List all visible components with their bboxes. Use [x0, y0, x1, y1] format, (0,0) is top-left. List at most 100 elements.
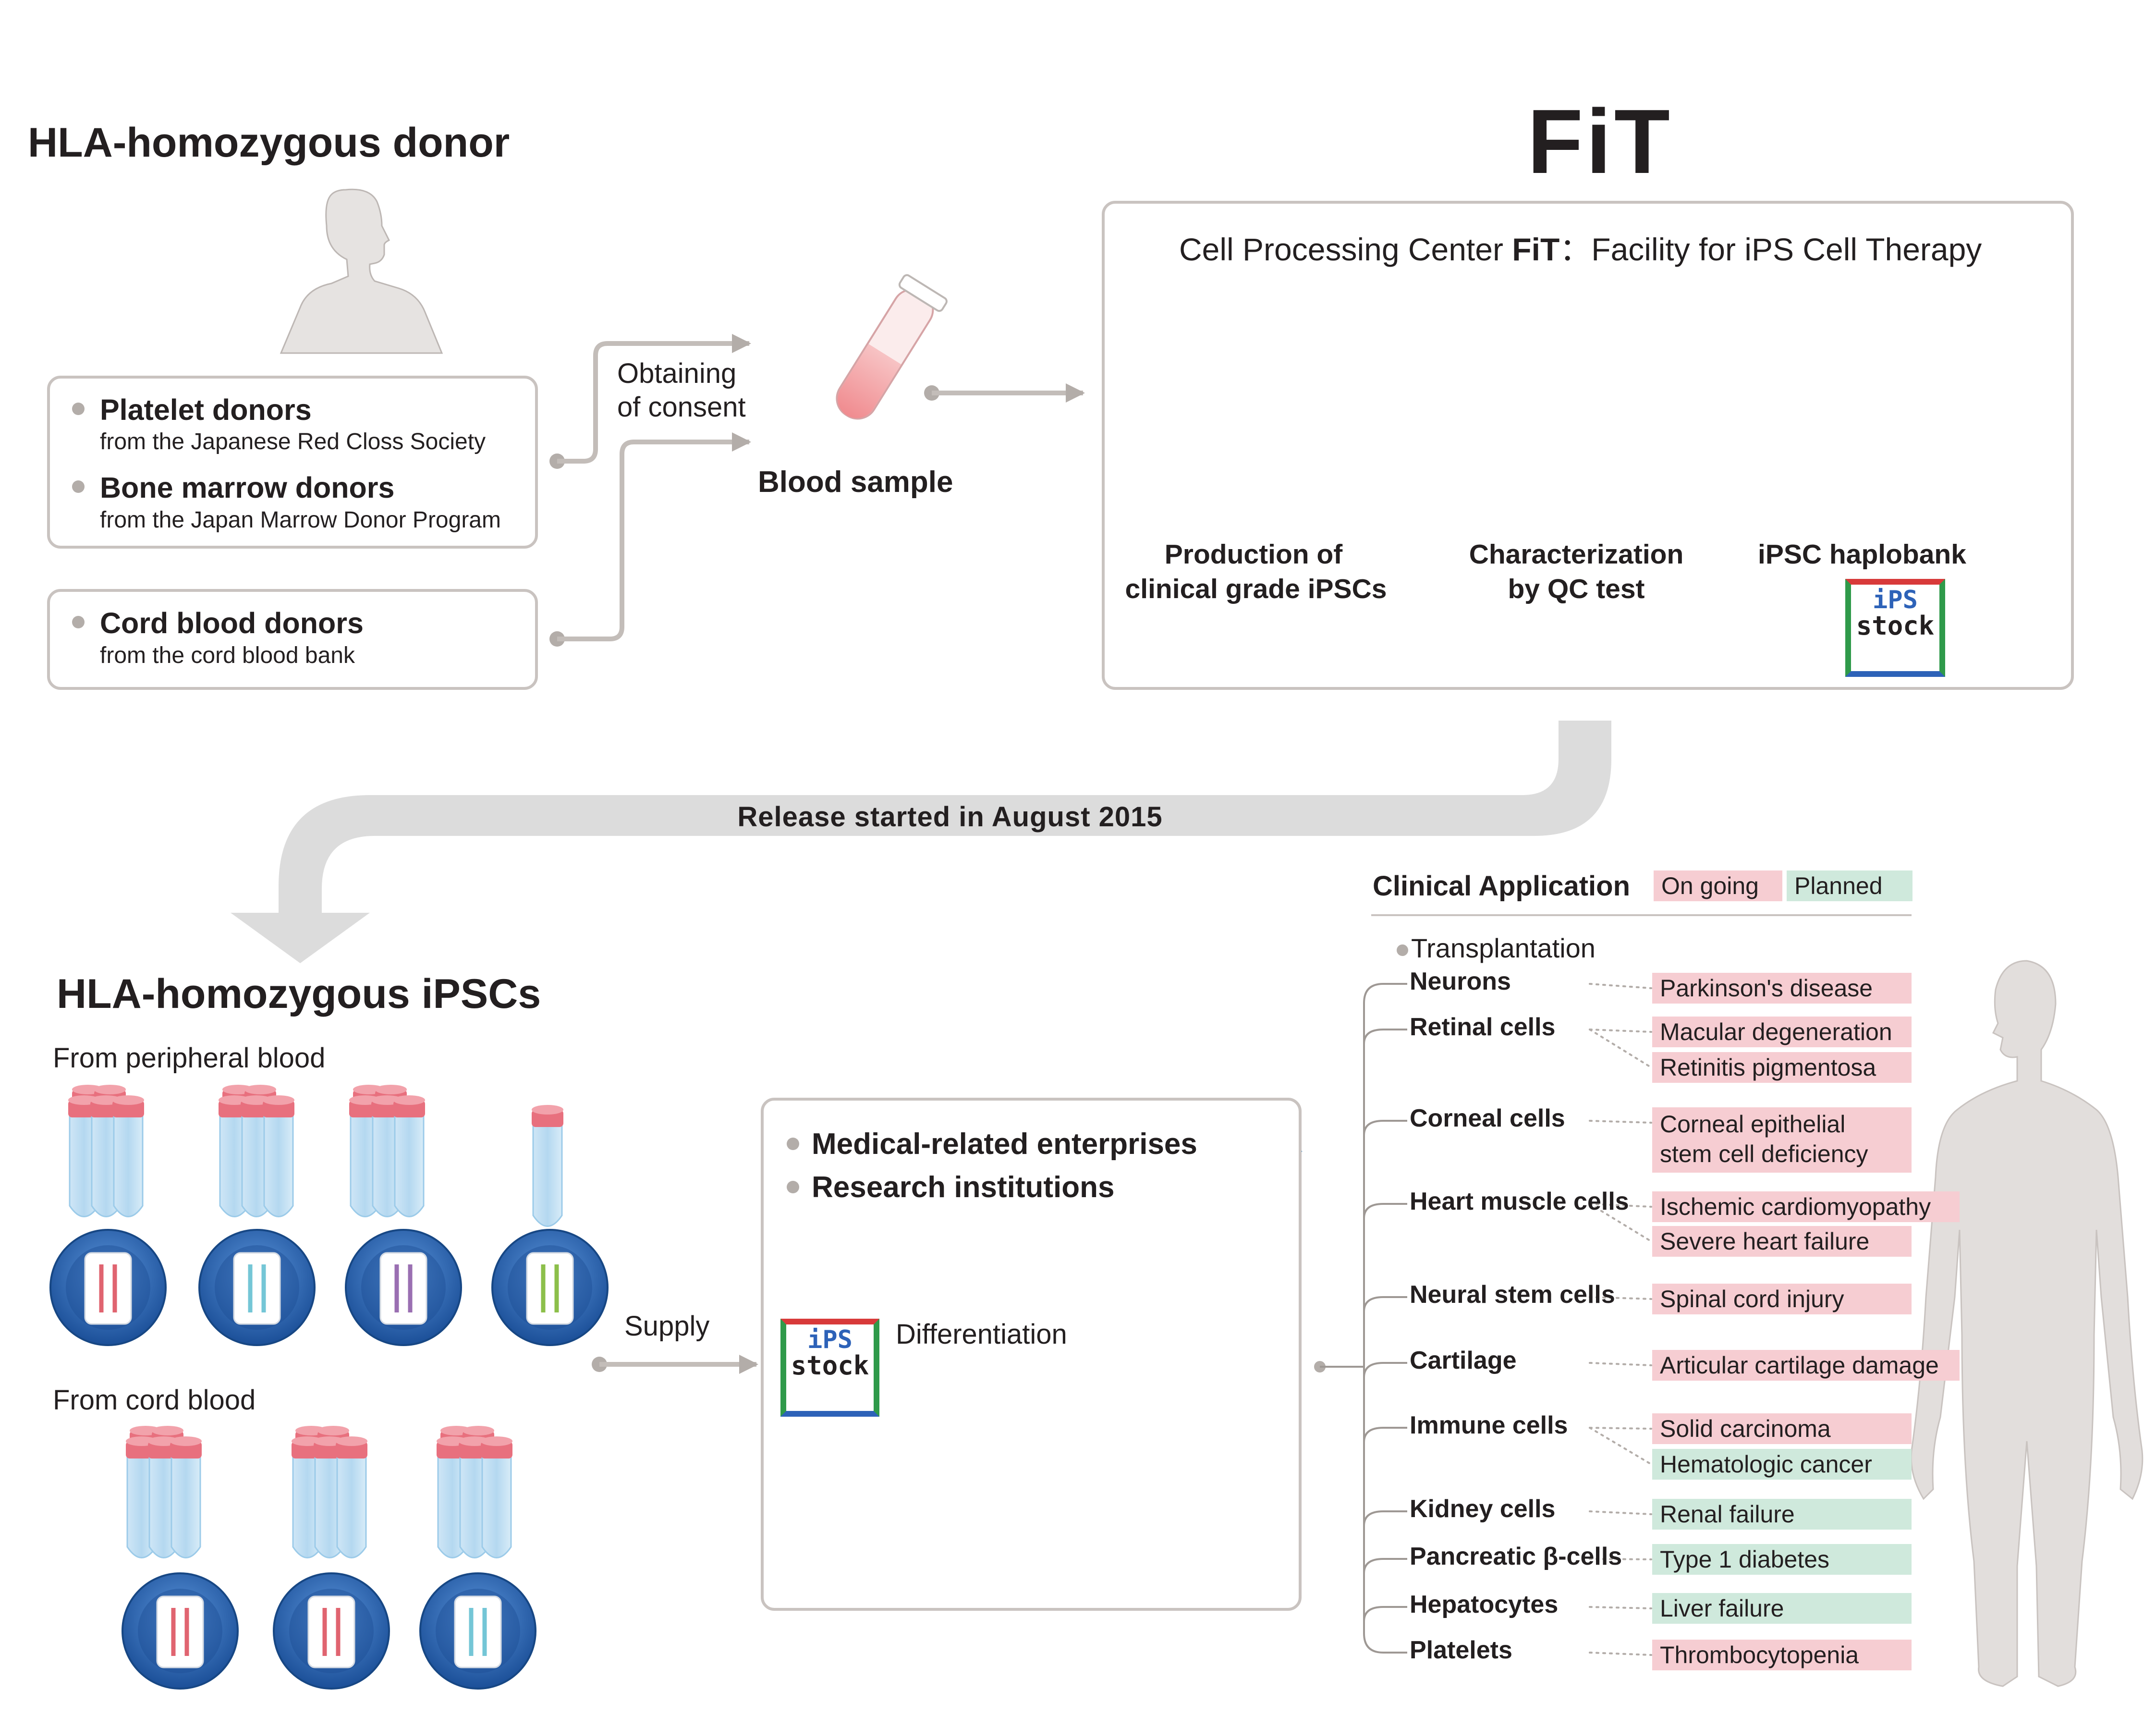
- fit-header: Cell Processing Center FiT：Facility for …: [1179, 232, 1982, 268]
- marrow-donors-source: from the Japan Marrow Donor Program: [100, 507, 501, 533]
- ipsc-title: HLA-homozygous iPSCs: [57, 971, 541, 1017]
- disease-tag: Parkinson's disease: [1652, 973, 1912, 1004]
- disease-name: Severe heart failure: [1660, 1228, 1870, 1255]
- clinical-title: Clinical Application: [1373, 870, 1631, 902]
- disease-tag: Retinitis pigmentosa: [1652, 1052, 1912, 1083]
- ips-stock-top: iPS: [1873, 586, 1918, 614]
- release-label: Release started in August 2015: [737, 801, 1163, 833]
- production-label-2: clinical grade iPSCs: [1125, 574, 1387, 604]
- cell-type-label: Retinal cells: [1410, 1013, 1556, 1041]
- cell-type-label: Corneal cells: [1410, 1104, 1565, 1132]
- donor-title: HLA-homozygous donor: [28, 120, 510, 166]
- tube-cap: [393, 1100, 425, 1117]
- fit-logo-dot-red: [1527, 110, 1547, 129]
- tube-cap: [532, 1110, 563, 1127]
- differentiation-label: Differentiation: [896, 1319, 1067, 1350]
- disease-name: Type 1 diabetes: [1660, 1546, 1830, 1573]
- legend-ongoing: On going: [1654, 870, 1782, 901]
- cell-type-label: Hepatocytes: [1410, 1591, 1559, 1618]
- disease-name: Hematologic cancer: [1660, 1451, 1872, 1478]
- donor-box-cord: [47, 589, 538, 690]
- tube-cap: [112, 1100, 144, 1117]
- bullet: [787, 1138, 799, 1150]
- tube-cap: [263, 1100, 294, 1117]
- human-silhouette: [1910, 960, 2144, 1687]
- tube-cap: [170, 1441, 202, 1458]
- supply-label: Supply: [624, 1311, 710, 1342]
- disease-name-line2: stem cell deficiency: [1660, 1140, 1868, 1167]
- disease-tag: Liver failure: [1652, 1593, 1912, 1624]
- donor-box-adult: [47, 376, 538, 549]
- section-transplantation: Transplantation: [1411, 933, 1596, 963]
- qc-label-2: by QC test: [1508, 574, 1645, 604]
- production-label-1: Production of: [1164, 539, 1343, 570]
- cell-type-label: Pancreatic β-cells: [1410, 1543, 1622, 1570]
- tube: [171, 1450, 201, 1558]
- peripheral-label: From peripheral blood: [53, 1042, 326, 1074]
- ips-stock-logo-small: iPS stock: [780, 1319, 879, 1417]
- consent-label-1: Obtaining: [617, 358, 737, 389]
- users-item-enterprises: Medical-related enterprises: [812, 1127, 1197, 1161]
- disease-tag: Ischemic cardiomyopathy: [1652, 1191, 1960, 1222]
- disease-tag: Thrombocytopenia: [1652, 1640, 1912, 1670]
- disease-name: Corneal epithelial: [1660, 1111, 1846, 1138]
- tube: [113, 1109, 144, 1217]
- marrow-donors-title: Bone marrow donors: [100, 471, 395, 504]
- disease-tag: Solid carcinoma: [1652, 1413, 1912, 1444]
- platelet-donors-title: Platelet donors: [100, 393, 312, 426]
- disease-name: Thrombocytopenia: [1660, 1642, 1859, 1668]
- cell-type-label: Platelets: [1410, 1636, 1512, 1664]
- disease-name: Solid carcinoma: [1660, 1415, 1831, 1442]
- disease-tag: Articular cartilage damage: [1652, 1350, 1960, 1381]
- cell-type-label: Neural stem cells: [1410, 1281, 1615, 1309]
- fit-header-suffix: ：Facility for iPS Cell Therapy: [1559, 232, 1982, 267]
- ips-stock-logo: iPS stock: [1845, 579, 1945, 677]
- cell-type-label: Heart muscle cells: [1410, 1188, 1629, 1215]
- tube: [481, 1450, 512, 1558]
- haplobank-label: iPSC haplobank: [1758, 539, 1966, 570]
- platelet-donors-source: from the Japanese Red Closs Society: [100, 429, 486, 454]
- disease-tag: Type 1 diabetes: [1652, 1544, 1912, 1575]
- users-item-research: Research institutions: [812, 1171, 1115, 1204]
- tube: [336, 1450, 367, 1558]
- ips-stock-bottom: stock: [1856, 611, 1935, 641]
- disease-name: Parkinson's disease: [1660, 975, 1873, 1002]
- disease-name: Articular cartilage damage: [1660, 1352, 1939, 1379]
- disease-name: Retinitis pigmentosa: [1660, 1054, 1876, 1081]
- cell-type-label: Cartilage: [1410, 1347, 1517, 1374]
- disease-name: Renal failure: [1660, 1501, 1795, 1528]
- disease-name: Ischemic cardiomyopathy: [1660, 1193, 1931, 1220]
- cord-blood-label: From cord blood: [53, 1385, 256, 1416]
- ips-stock-top: iPS: [807, 1325, 853, 1354]
- disease-tag: Spinal cord injury: [1652, 1284, 1912, 1314]
- legend-planned: Planned: [1787, 870, 1912, 901]
- bullet: [72, 480, 85, 493]
- disease-tag: Macular degeneration: [1652, 1017, 1912, 1047]
- disease-tag: Renal failure: [1652, 1499, 1912, 1530]
- tube: [394, 1109, 425, 1217]
- fit-logo: FiT: [1527, 91, 1673, 193]
- blood-sample-label: Blood sample: [758, 466, 953, 499]
- disease-name: Liver failure: [1660, 1595, 1784, 1622]
- tube: [532, 1118, 563, 1227]
- fit-header-bold: FiT: [1512, 232, 1560, 267]
- cell-type-label: Immune cells: [1410, 1411, 1568, 1439]
- fit-header-prefix: Cell Processing Center: [1179, 232, 1512, 267]
- consent-label-2: of consent: [617, 392, 746, 423]
- cord-donors-title: Cord blood donors: [100, 607, 364, 639]
- bullet: [787, 1181, 799, 1193]
- disease-tag: Hematologic cancer: [1652, 1449, 1912, 1480]
- qc-label-1: Characterization: [1469, 539, 1684, 570]
- tube: [263, 1109, 294, 1217]
- disease-tag: Severe heart failure: [1652, 1226, 1912, 1257]
- cord-donors-source: from the cord blood bank: [100, 643, 355, 668]
- bullet: [72, 403, 85, 415]
- blood-tube: [836, 274, 948, 420]
- cell-type-label: Kidney cells: [1410, 1495, 1556, 1523]
- ips-stock-bottom: stock: [791, 1350, 869, 1381]
- bullet: [72, 616, 85, 628]
- cell-type-label: Neurons: [1410, 968, 1511, 995]
- donor-silhouette: [280, 188, 443, 354]
- tube-cap: [481, 1441, 512, 1458]
